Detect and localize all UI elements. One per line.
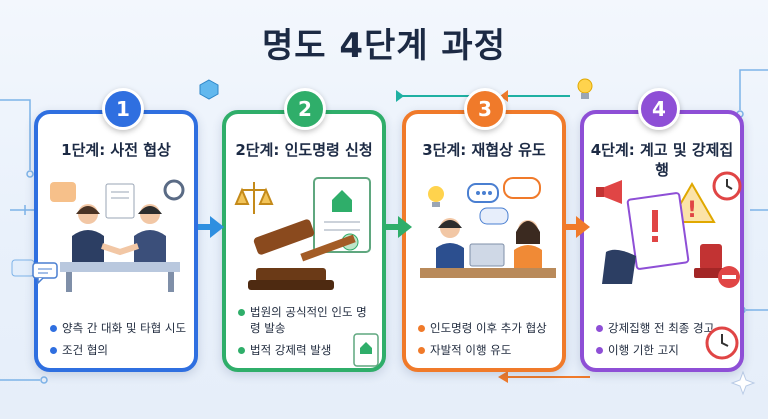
step-4-badge: 4 <box>638 88 680 130</box>
bullet-dot <box>238 309 245 316</box>
bullet-dot <box>50 325 57 332</box>
list-item: 양측 간 대화 및 타협 시도 <box>48 320 188 336</box>
alarm-clock-icon <box>705 326 739 360</box>
step-4-heading: 4단계: 계고 및 강제집행 <box>590 141 734 179</box>
arrow-3-to-4 <box>564 216 590 238</box>
step-1-badge: 1 <box>102 88 144 130</box>
consultation-icon <box>420 177 556 278</box>
warning-notice-icon: ! <box>596 180 728 284</box>
bullet-dot <box>596 325 603 332</box>
bullet-text: 강제집행 전 최종 경고 <box>608 321 715 335</box>
step-2-card: 2단계: 인도명령 신청 법원의 공식적인 인도 명령 발송 법적 강제력 발생 <box>222 110 386 372</box>
step-3-bullets: 인도명령 이후 추가 협상 자발적 이행 유도 <box>416 314 556 358</box>
arrow-2-to-3 <box>386 216 412 238</box>
bullet-text: 인도명령 이후 추가 협상 <box>430 321 547 335</box>
step-3-card: 3단계: 재협상 유도 인도명령 이후 추가 협상 자발적 이행 유도 <box>402 110 566 372</box>
bullet-text: 양측 간 대화 및 타협 시도 <box>62 321 187 335</box>
list-item: 강제집행 전 최종 경고 <box>594 320 734 336</box>
page-title: 명도 4단계 과정 <box>261 26 506 66</box>
step-2-badge: 2 <box>284 88 326 130</box>
step-1-heading: 1단계: 사전 협상 <box>61 141 171 159</box>
bullet-dot <box>418 325 425 332</box>
step-4-bullets: 강제집행 전 최종 경고 이행 기한 고지 <box>594 314 734 358</box>
bullet-dot <box>418 347 425 354</box>
bullet-text: 법적 강제력 발생 <box>250 343 332 357</box>
list-item: 인도명령 이후 추가 협상 <box>416 320 556 336</box>
bullet-dot <box>596 347 603 354</box>
lightbulb-decoration <box>577 78 593 99</box>
handshake-meeting-icon <box>50 179 185 292</box>
bullet-text: 조건 협의 <box>62 343 108 357</box>
bullet-dot <box>50 347 57 354</box>
list-item: 조건 협의 <box>48 342 188 358</box>
bullet-text: 자발적 이행 유도 <box>430 343 512 357</box>
step-3-badge: 3 <box>464 88 506 130</box>
bullet-text: 이행 기한 고지 <box>608 343 679 357</box>
bullet-text: 법원의 공식적인 인도 명령 발송 <box>250 305 367 335</box>
list-item: 이행 기한 고지 <box>594 342 734 358</box>
cube-decoration <box>199 79 219 100</box>
circuit-decoration-right <box>730 69 768 396</box>
list-item: 법원의 공식적인 인도 명령 발송 <box>236 304 376 336</box>
list-item: 자발적 이행 유도 <box>416 342 556 358</box>
step-2-bullets: 법원의 공식적인 인도 명령 발송 법적 강제력 발생 <box>236 298 376 358</box>
house-document-icon <box>353 333 379 367</box>
gavel-document-icon <box>234 177 371 290</box>
step-3-heading: 3단계: 재협상 유도 <box>422 141 546 159</box>
step-1-bullets: 양측 간 대화 및 타협 시도 조건 협의 <box>48 314 188 358</box>
arrow-1-to-2 <box>198 216 224 238</box>
list-item: 법적 강제력 발생 <box>236 342 376 358</box>
step-2-heading: 2단계: 인도명령 신청 <box>235 141 373 159</box>
step-1-card: 1단계: 사전 협상 양측 간 대화 및 타협 시도 조건 협의 <box>34 110 198 372</box>
bullet-dot <box>238 347 245 354</box>
svg-text:!: ! <box>687 198 697 223</box>
bottom-loop-arrow <box>498 371 590 383</box>
stop-sign-icon <box>718 266 740 288</box>
alarm-clock-icon <box>712 171 742 201</box>
chat-icon <box>32 262 58 284</box>
